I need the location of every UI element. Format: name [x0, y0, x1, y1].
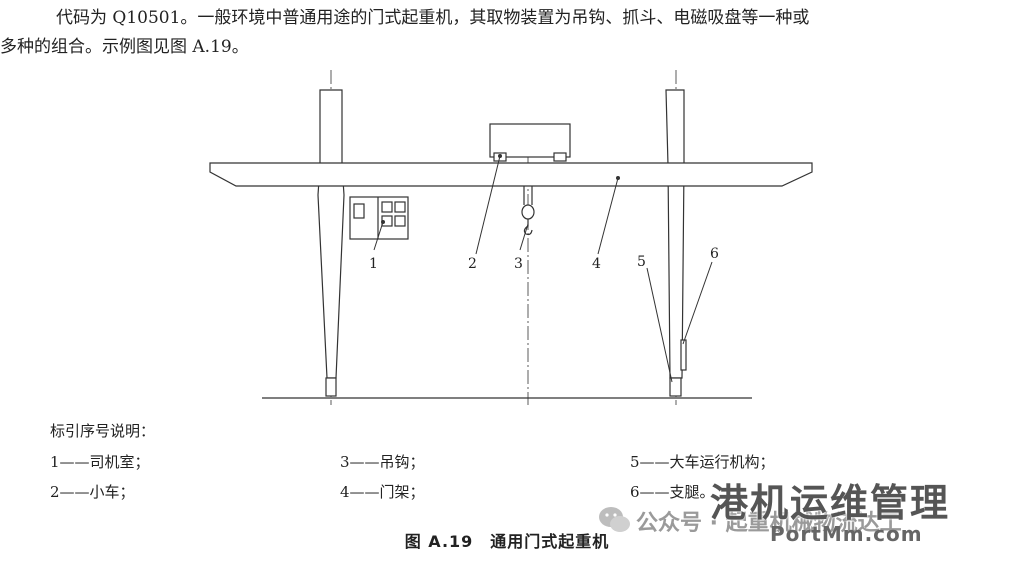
callout-1: 1 [369, 256, 378, 272]
left-leg [317, 89, 345, 379]
left-travel-wheel [325, 377, 337, 397]
main-girder [209, 162, 813, 187]
trolley [489, 123, 571, 158]
watermark-title: 港机运维管理 [710, 481, 951, 525]
callout-4: 4 [592, 256, 601, 272]
legend-number: 2 [50, 483, 60, 501]
hook [523, 219, 533, 236]
callout-5: 5 [637, 254, 646, 270]
legend-label: 支腿。 [669, 483, 715, 501]
right-travel-wheel [669, 377, 682, 397]
paragraph-line-1: 代码为 Q10501。一般环境中普通用途的门式起重机，其取物装置为吊钩、抓斗、电… [56, 8, 810, 28]
support-leg-plate [680, 339, 687, 371]
intro-paragraph: 代码为 Q10501。一般环境中普通用途的门式起重机，其取物装置为吊钩、抓斗、电… [0, 4, 1014, 62]
legend-dash: —— [59, 453, 90, 471]
legend-label: 吊钩； [379, 453, 425, 471]
figure-caption: 图 A.19 通用门式起重机 [404, 532, 610, 551]
legend-number: 1 [50, 453, 60, 471]
legend-number: 3 [340, 453, 350, 471]
legend-item: 4——门架； [340, 481, 425, 502]
callout-6: 6 [710, 246, 719, 262]
legend-label: 小车； [89, 483, 135, 501]
right-leg [665, 89, 685, 379]
legend-label: 大车运行机构； [669, 453, 775, 471]
watermark-account: 公众号 · 起重机械物流达工 [636, 511, 902, 536]
legend-item: 6——支腿。 [630, 481, 715, 502]
legend-item: 5——大车运行机构； [630, 451, 775, 472]
hook-block [521, 204, 535, 220]
wechat-icon [599, 507, 630, 532]
legend-label: 门架； [379, 483, 425, 501]
legend-dash: —— [349, 453, 380, 471]
legend-number: 4 [340, 483, 350, 501]
legend-dash: —— [59, 483, 90, 501]
legend-item: 2——小车； [50, 481, 135, 502]
paragraph-line-2: 多种的组合。示例图见图 A.19。 [0, 37, 249, 57]
legend-dash: —— [349, 483, 380, 501]
watermark-site: PortMm.com [770, 522, 923, 546]
legend-dash: —— [639, 483, 670, 501]
legend-number: 6 [630, 483, 640, 501]
legend-number: 5 [630, 453, 640, 471]
legend-item: 3——吊钩； [340, 451, 425, 472]
callout-2: 2 [468, 256, 477, 272]
callout-3: 3 [514, 256, 523, 272]
legend-label: 司机室； [89, 453, 150, 471]
legend-title: 标引序号说明： [50, 422, 156, 440]
legend-dash: —— [639, 453, 670, 471]
legend-item: 1——司机室； [50, 451, 150, 472]
